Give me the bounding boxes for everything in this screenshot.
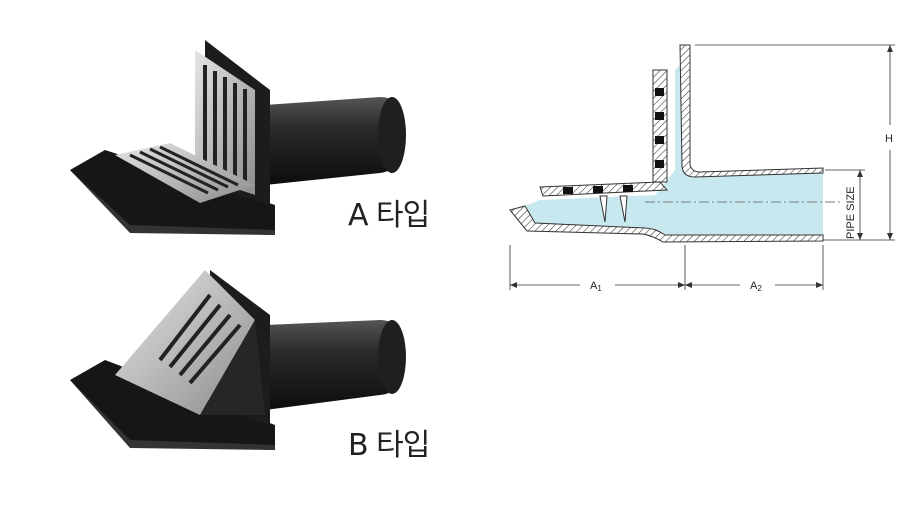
section-grate-horizontal — [539, 181, 669, 197]
dim-h-label: H — [885, 133, 893, 145]
dim-a1-label: A1 — [590, 280, 602, 293]
drain-type-b-image — [70, 270, 406, 450]
pipe-size-label: PIPE SIZE — [845, 186, 857, 239]
grate-slots — [563, 88, 664, 194]
type-b-label: B 타입 — [348, 428, 430, 463]
dim-a2-label: A2 — [750, 280, 762, 293]
section-grate-vertical — [652, 69, 668, 183]
type-a-label: A 타입 — [348, 198, 430, 233]
section-wall-bottom — [509, 205, 824, 243]
drain-type-a-image — [70, 40, 406, 235]
section-interior — [515, 60, 823, 242]
cross-section-diagram: A1 A2 H PIPE SIZE — [509, 44, 895, 293]
section-wall-vertical — [679, 44, 824, 178]
